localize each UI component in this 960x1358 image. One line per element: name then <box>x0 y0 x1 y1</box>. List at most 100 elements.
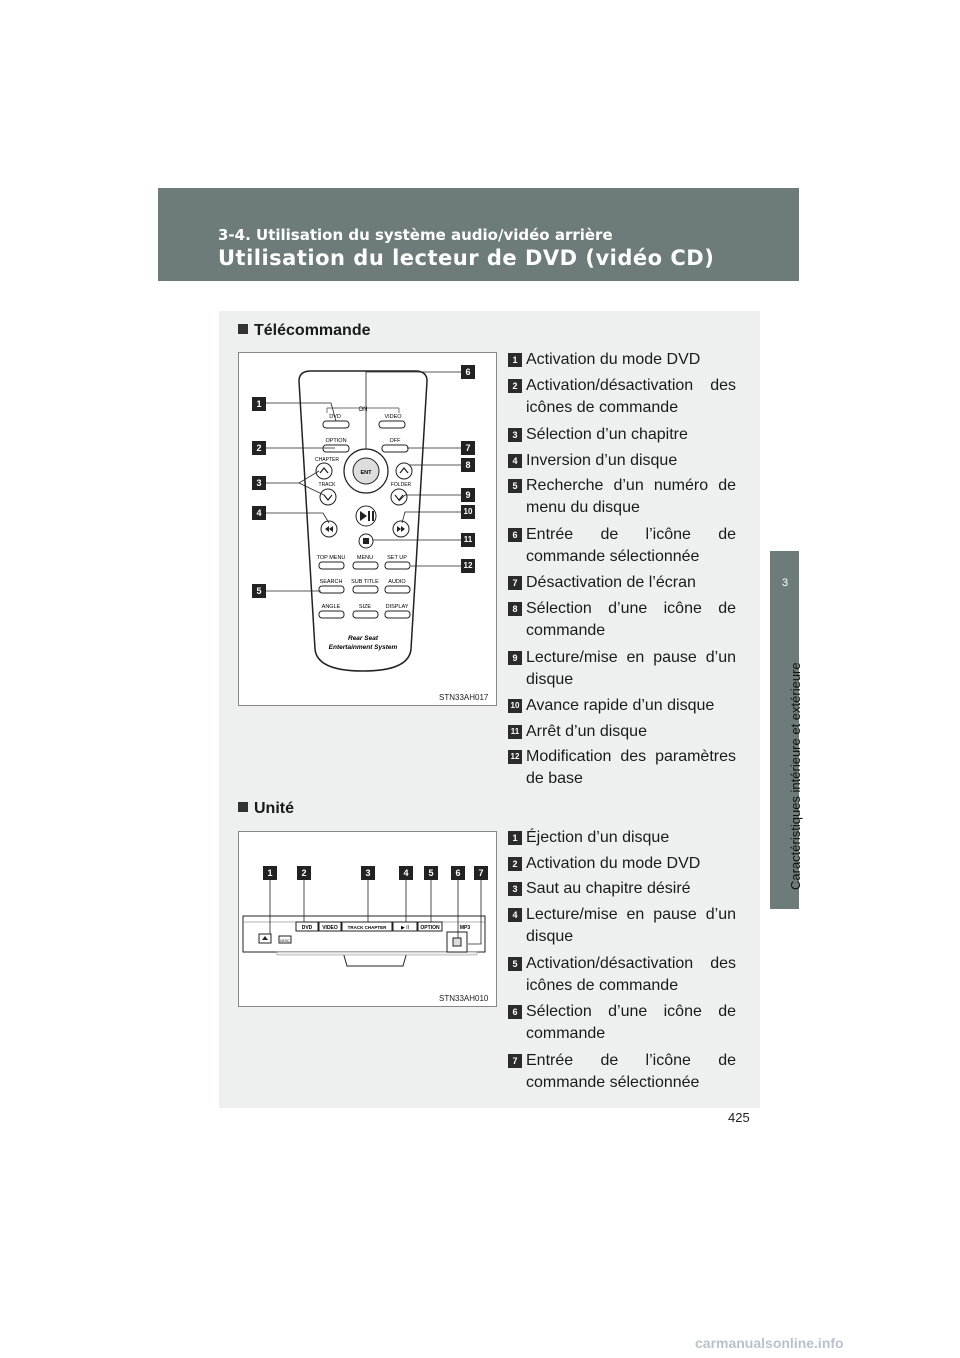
svg-text:VIDEO: VIDEO <box>384 414 402 420</box>
figure-code: STN33AH017 <box>439 693 489 702</box>
header-subtitle: 3-4. Utilisation du système audio/vidéo … <box>218 226 613 244</box>
remote-item-text: Sélection d’une icône de commande <box>526 600 736 639</box>
svg-text:VIDEO: VIDEO <box>322 925 338 931</box>
remote-item-number: 11 <box>508 725 522 739</box>
remote-item-10: 10 Avance rapide d’un disque <box>508 695 736 717</box>
callout-4-label: 4 <box>252 506 266 520</box>
remote-item-number: 7 <box>508 576 522 590</box>
remote-item-number: 12 <box>508 750 522 764</box>
svg-text:AUDIO: AUDIO <box>388 579 406 585</box>
svg-text:TRACK: TRACK <box>319 482 337 488</box>
remote-item-number: 1 <box>508 353 522 367</box>
remote-item-text: Lecture/mise en pause d’un disque <box>526 649 736 688</box>
svg-text:DVD: DVD <box>302 925 313 931</box>
section-heading-unit: Unité <box>238 800 294 818</box>
remote-item-8: 8 Sélection d’une icône de commande <box>508 598 736 642</box>
remote-item-text: Sélection d’un chapitre <box>526 426 688 443</box>
remote-item-12: 12 Modification des paramètres de base <box>508 746 736 790</box>
unit-item-text: Lecture/mise en pause d’un disque <box>526 906 736 945</box>
callout-12-label: 12 <box>461 559 475 573</box>
svg-text:▶ II: ▶ II <box>401 925 409 931</box>
chapter-header: 3-4. Utilisation du système audio/vidéo … <box>158 188 799 281</box>
svg-text:FOLDER: FOLDER <box>391 482 412 488</box>
remote-figure: ON DVD VIDEO OPTION OFF ENT CHAPTER TRAC… <box>238 352 497 706</box>
unit-item-number: 3 <box>508 882 522 896</box>
remote-item-text: Activation du mode DVD <box>526 351 701 368</box>
svg-text:ENT: ENT <box>361 470 373 476</box>
svg-text:SIZE: SIZE <box>359 604 372 610</box>
unit-item-text: Saut au chapitre désiré <box>526 880 691 897</box>
unit-item-text: Activation/désactivation des icônes de c… <box>526 955 736 994</box>
callout-6-label: 6 <box>461 365 475 379</box>
unit-illustration: DVD VIDEO TRACK CHAPTER ▶ II OPTION MP3 … <box>242 877 486 967</box>
unit-callout-7-label: 7 <box>474 866 488 880</box>
remote-item-number: 9 <box>508 651 522 665</box>
unit-item-number: 6 <box>508 1005 522 1019</box>
remote-item-text: Avance rapide d’un disque <box>526 697 715 714</box>
svg-text:MP3: MP3 <box>460 925 471 931</box>
remote-item-text: Recherche d’un numéro de menu du disque <box>526 477 736 516</box>
unit-item-number: 1 <box>508 831 522 845</box>
unit-item-5: 5 Activation/désactivation des icônes de … <box>508 953 736 997</box>
remote-item-number: 8 <box>508 602 522 616</box>
remote-item-text: Arrêt d’un disque <box>526 723 647 740</box>
side-tab-number: 3 <box>781 577 789 589</box>
callout-1-label: 1 <box>252 397 266 411</box>
callout-11-label: 11 <box>461 533 475 547</box>
remote-item-number: 2 <box>508 379 522 393</box>
callout-8-label: 8 <box>461 458 475 472</box>
remote-item-2: 2 Activation/désactivation des icônes de … <box>508 375 736 419</box>
remote-item-5: 5 Recherche d’un numéro de menu du disque <box>508 475 736 519</box>
remote-item-6: 6 Entrée de l’icône de commande sélection… <box>508 524 736 568</box>
unit-item-4: 4 Lecture/mise en pause d’un disque <box>508 904 736 948</box>
remote-item-number: 6 <box>508 528 522 542</box>
unit-callout-1-label: 1 <box>263 866 277 880</box>
svg-text:MENU: MENU <box>357 555 373 561</box>
svg-text:SET UP: SET UP <box>387 555 407 561</box>
callout-10-label: 10 <box>461 505 475 519</box>
remote-item-text: Inversion d’un disque <box>526 452 678 469</box>
unit-item-number: 4 <box>508 908 522 922</box>
remote-item-text: Entrée de l’icône de commande sélectionn… <box>526 526 736 565</box>
remote-item-number: 10 <box>508 699 522 713</box>
unit-item-text: Sélection d’une icône de commande <box>526 1003 736 1042</box>
remote-item-text: Modification des paramètres de base <box>526 748 736 787</box>
svg-text:TOP MENU: TOP MENU <box>317 555 346 561</box>
svg-text:Rear Seat: Rear Seat <box>348 635 379 642</box>
side-tab <box>770 551 799 909</box>
svg-text:OPTION: OPTION <box>420 925 440 931</box>
svg-text:ANGLE: ANGLE <box>322 604 341 610</box>
remote-illustration: ON DVD VIDEO OPTION OFF ENT CHAPTER TRAC… <box>265 370 461 672</box>
unit-callout-2-label: 2 <box>297 866 311 880</box>
remote-item-number: 4 <box>508 454 522 468</box>
unit-callout-4-label: 4 <box>399 866 413 880</box>
remote-item-11: 11 Arrêt d’un disque <box>508 721 736 743</box>
page-title: Utilisation du lecteur de DVD (vidéo CD) <box>218 246 715 270</box>
unit-figure-code: STN33AH010 <box>439 994 489 1003</box>
section-heading-remote: Télécommande <box>238 322 370 340</box>
callout-2-label: 2 <box>252 441 266 455</box>
svg-text:ON: ON <box>359 407 368 413</box>
unit-item-text: Activation du mode DVD <box>526 855 701 872</box>
unit-callout-6-label: 6 <box>451 866 465 880</box>
callout-9-label: 9 <box>461 488 475 502</box>
svg-text:DISPLAY: DISPLAY <box>386 604 409 610</box>
unit-item-3: 3 Saut au chapitre désiré <box>508 878 736 900</box>
callout-3-label: 3 <box>252 476 266 490</box>
svg-text:SEARCH: SEARCH <box>320 579 343 585</box>
bullet-square-icon <box>238 802 248 812</box>
svg-text:TRACK CHAPTER: TRACK CHAPTER <box>348 925 387 930</box>
remote-item-text: Activation/désactivation des icônes de c… <box>526 377 736 416</box>
unit-item-6: 6 Sélection d’une icône de commande <box>508 1001 736 1045</box>
unit-item-number: 5 <box>508 957 522 971</box>
remote-item-number: 5 <box>508 479 522 493</box>
svg-text:DISC: DISC <box>280 938 290 943</box>
side-tab-label: Caractéristiques intérieure et extérieur… <box>788 662 803 890</box>
unit-figure: DVD VIDEO TRACK CHAPTER ▶ II OPTION MP3 … <box>238 831 497 1007</box>
svg-text:Entertainment System: Entertainment System <box>329 644 398 651</box>
unit-item-number: 7 <box>508 1054 522 1068</box>
